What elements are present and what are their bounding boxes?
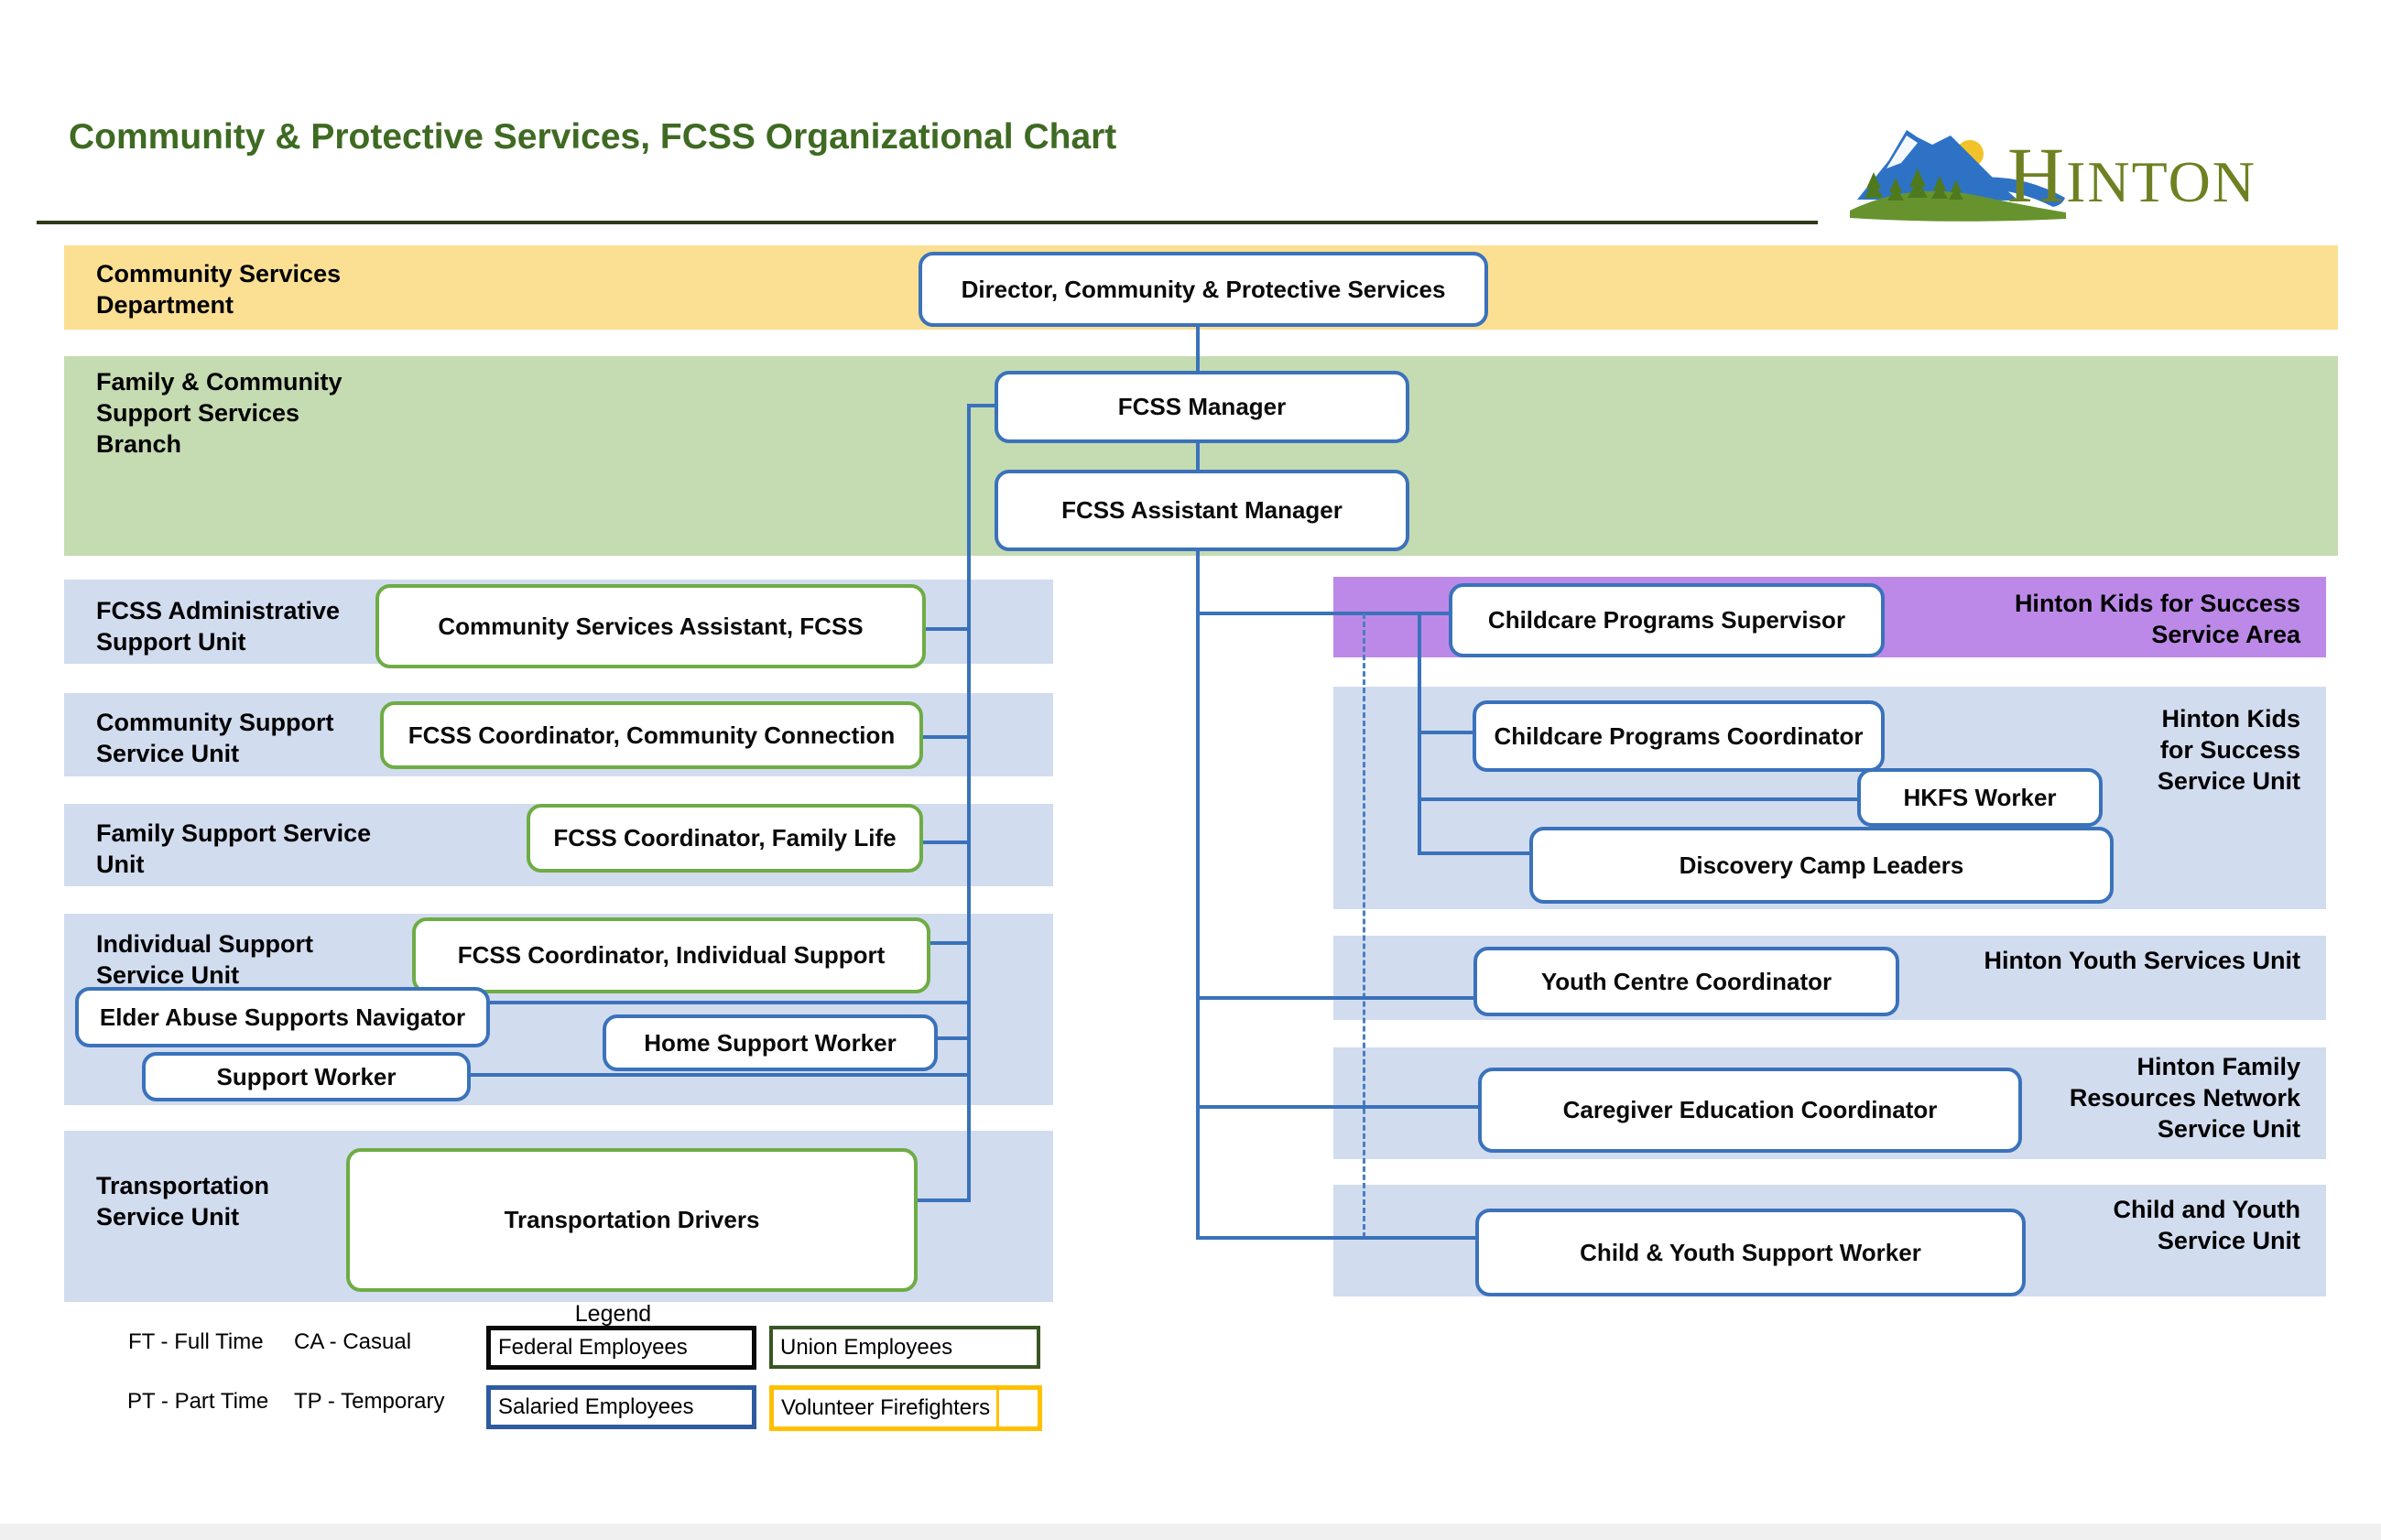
connector-transport [910,1198,971,1202]
connector-child-youth [1196,1236,1475,1240]
node-hkfs-worker: HKFS Worker [1857,768,2103,827]
page-bottom-edge [0,1524,2381,1540]
node-childcare-coordinator: Childcare Programs Coordinator [1473,700,1885,772]
connector-elder-abuse [483,1001,969,1004]
node-elder-abuse-navigator: Elder Abuse Supports Navigator [75,987,490,1047]
node-fcss-manager: FCSS Manager [995,371,1409,443]
node-director: Director, Community & Protective Service… [919,252,1488,327]
connector-support-worker [463,1073,969,1077]
connector-caregiver [1196,1105,1478,1109]
legend-abbr-tp: TP - Temporary [294,1389,445,1414]
title-underline [37,221,1818,224]
connector-childcare-coordinator [1418,731,1473,734]
node-fcss-assistant-manager: FCSS Assistant Manager [995,470,1409,551]
connector-childcare-supervisor [1196,612,1449,615]
connector-director-manager [1196,320,1200,373]
legend-volunteer-firefighters: Volunteer Firefighters [769,1385,1042,1431]
node-discovery-camp-leaders: Discovery Camp Leaders [1529,827,2114,904]
legend-salaried-employees: Salaried Employees [486,1385,756,1429]
node-child-youth-support-worker: Child & Youth Support Worker [1475,1209,2026,1296]
connector-manager-left-stub [969,404,998,407]
logo-hill-icon [1850,190,2066,222]
logo-trees-icon [1865,168,1963,201]
legend-abbr-pt: PT - Part Time [127,1389,269,1414]
connector-discovery-camp [1418,851,1529,855]
legend-volunteer-divider [996,1390,999,1426]
connector-youth-centre [1196,996,1473,1000]
legend-title: Legend [574,1301,652,1327]
node-coordinator-family-life: FCSS Coordinator, Family Life [527,804,923,873]
connector-community-connection [916,735,969,739]
label-youth-unit: Hinton Youth Services Unit [1984,947,2300,974]
node-childcare-supervisor: Childcare Programs Supervisor [1449,583,1885,657]
connector-manager-assistant [1196,436,1200,472]
page-title: Community & Protective Services, FCSS Or… [69,117,1117,157]
node-caregiver-education-coordinator: Caregiver Education Coordinator [1478,1068,2022,1153]
node-youth-centre-coordinator: Youth Centre Coordinator [1473,947,1899,1016]
node-home-support-worker: Home Support Worker [603,1014,938,1071]
connector-dashed-drop [1363,613,1365,1238]
connector-right-trunk [1196,544,1200,1240]
connector-individual-support [923,941,969,945]
legend-union-employees: Union Employees [769,1326,1040,1369]
connector-hkfs-worker [1418,797,1857,801]
hinton-logo: HINTON [1850,130,2256,222]
logo-wordmark: HINTON [2007,131,2256,219]
node-coordinator-community-connection: FCSS Coordinator, Community Connection [380,701,923,769]
legend-abbr-ca: CA - Casual [294,1329,412,1354]
connector-csa [919,627,969,631]
legend-abbr-ft: FT - Full Time [128,1329,264,1354]
node-support-worker: Support Worker [142,1052,471,1101]
node-community-services-assistant: Community Services Assistant, FCSS [375,584,926,668]
connector-left-trunk [967,404,971,1202]
connector-family-life [916,840,969,844]
node-coordinator-individual-support: FCSS Coordinator, Individual Support [412,917,930,993]
legend-volunteer-label: Volunteer Firefighters [781,1395,991,1420]
connector-home-support [930,1036,969,1040]
logo-snow-icon [1886,136,1918,168]
node-transportation-drivers: Transportation Drivers [346,1148,918,1292]
logo-ridge-swoosh-icon [1914,177,2065,207]
legend-federal-employees: Federal Employees [486,1326,756,1370]
